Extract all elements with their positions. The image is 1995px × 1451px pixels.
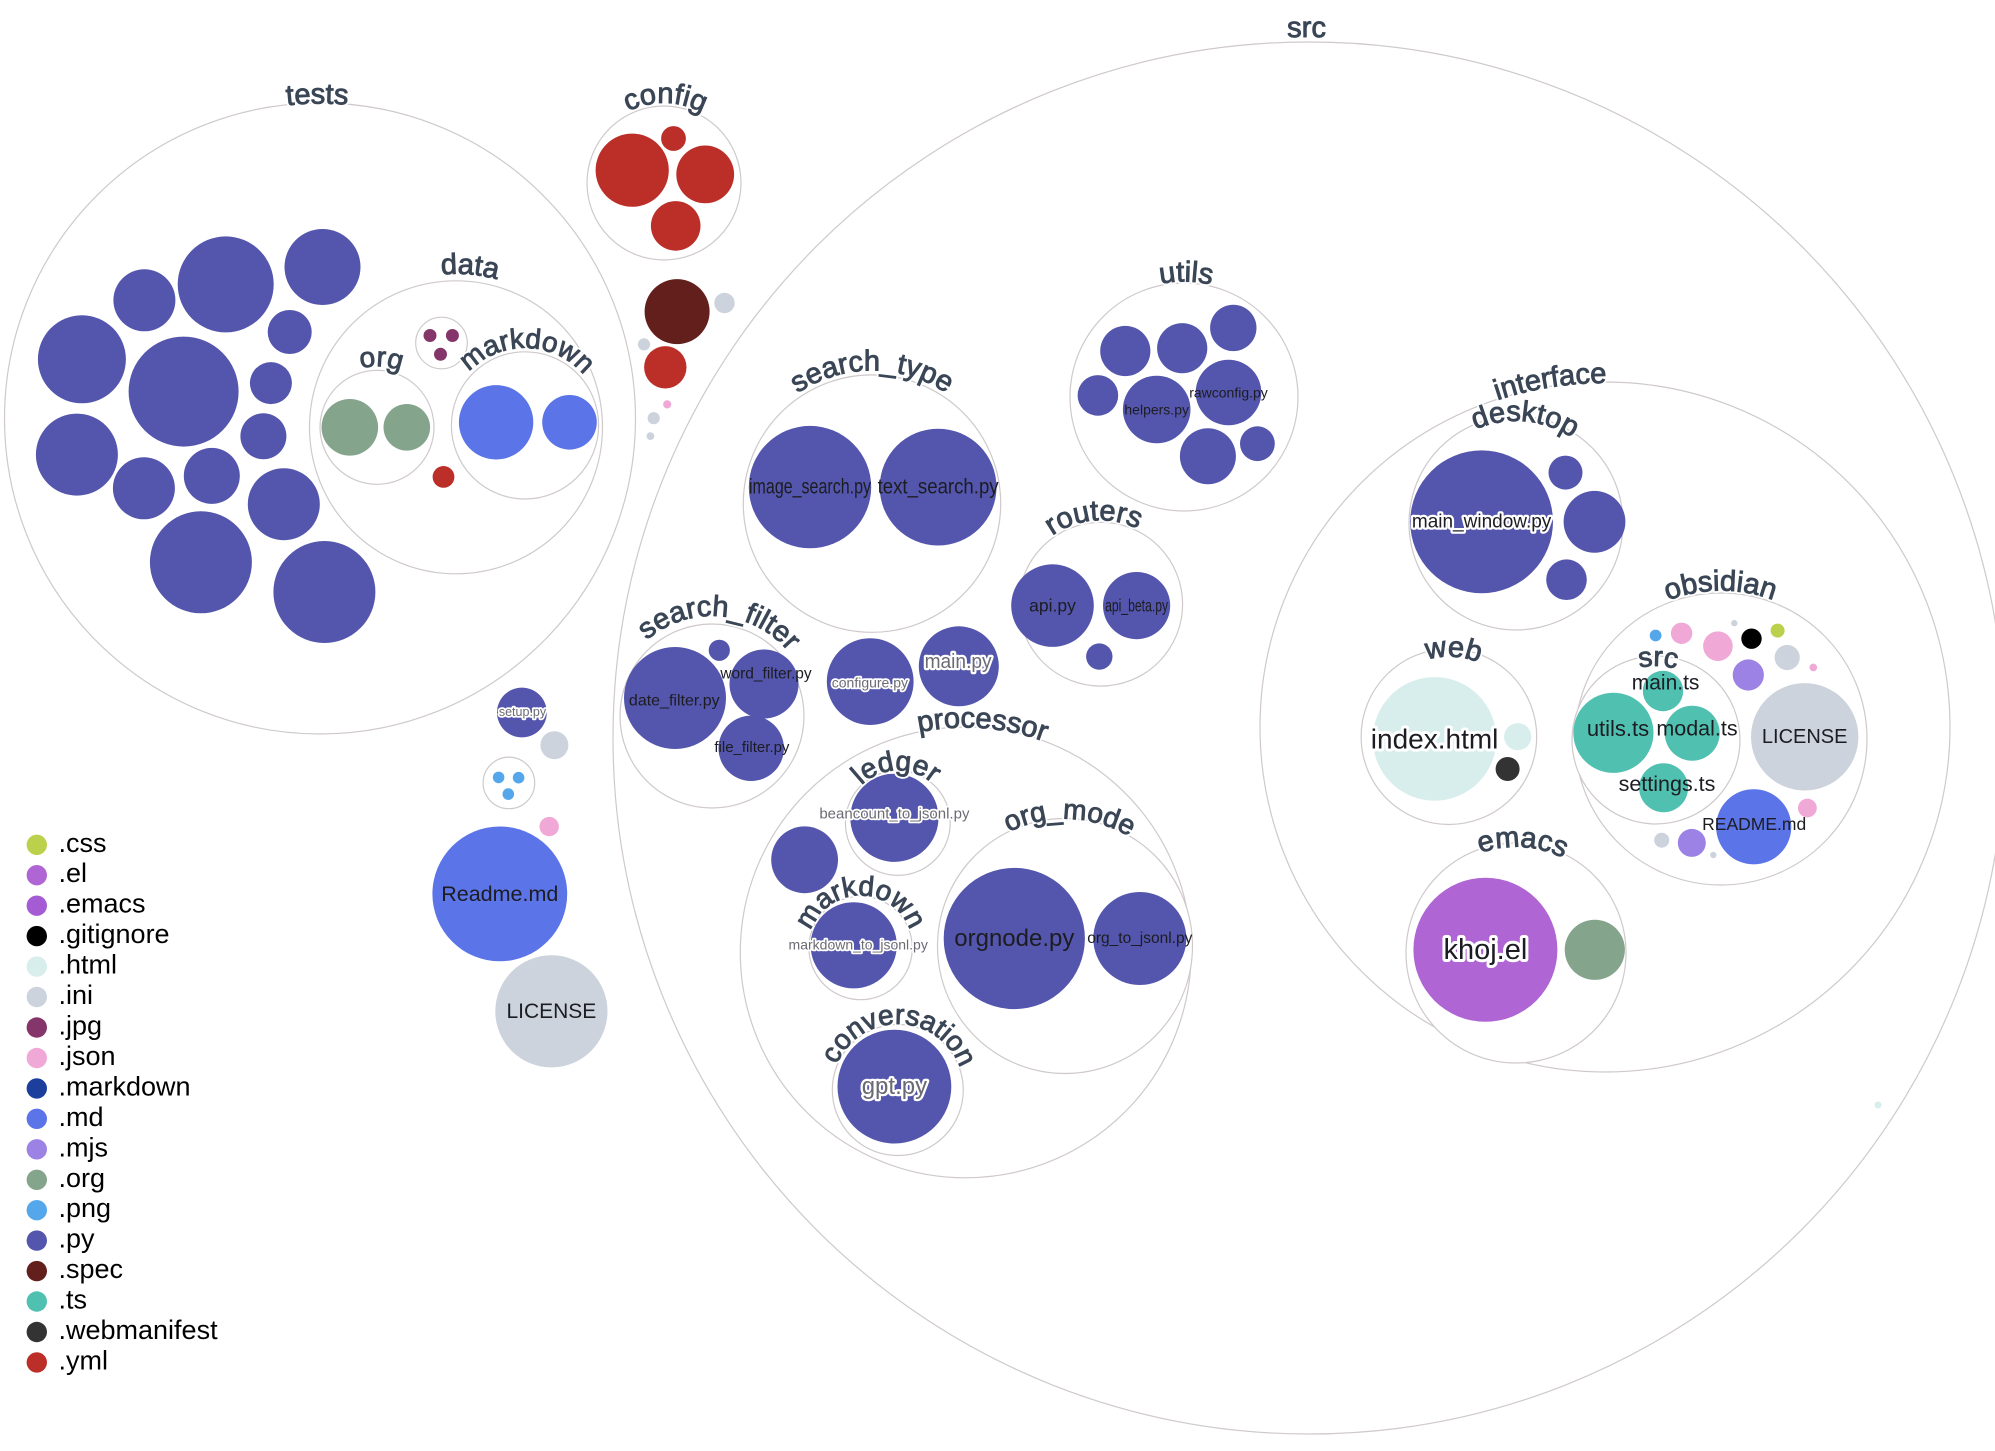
svg-text:tests: tests (284, 79, 349, 113)
svg-text:utils: utils (1157, 256, 1216, 291)
svg-text:org: org (357, 341, 407, 376)
svg-text:file_filter.py: file_filter.py (714, 739, 790, 756)
svg-text:LICENSE: LICENSE (506, 1000, 596, 1023)
svg-text:.yml: .yml (59, 1345, 109, 1375)
svg-text:.spec: .spec (59, 1254, 124, 1284)
svg-text:date_filter.py: date_filter.py (629, 692, 720, 709)
svg-text:.mjs: .mjs (59, 1132, 109, 1162)
svg-text:rawconfig.py: rawconfig.py (1189, 385, 1268, 401)
svg-text:.py: .py (59, 1224, 96, 1254)
svg-text:orgnode.py: orgnode.py (954, 925, 1074, 952)
svg-text:api.py: api.py (1029, 596, 1076, 616)
svg-text:text_search.py: text_search.py (878, 476, 999, 499)
svg-text:org_to_jsonl.py: org_to_jsonl.py (1087, 930, 1192, 947)
svg-text:src: src (1636, 641, 1681, 675)
svg-text:.jpg: .jpg (59, 1011, 103, 1041)
svg-text:.css: .css (59, 828, 107, 858)
svg-text:src: src (1287, 12, 1326, 44)
svg-text:Readme.md: Readme.md (441, 882, 558, 906)
svg-text:api_beta.py: api_beta.py (1105, 596, 1168, 617)
svg-text:word_filter.py: word_filter.py (719, 666, 812, 683)
svg-text:.html: .html (59, 950, 118, 980)
svg-text:.ts: .ts (59, 1285, 88, 1315)
svg-text:utils.ts: utils.ts (1587, 716, 1649, 741)
svg-text:.md: .md (59, 1102, 104, 1132)
svg-text:configure.py: configure.py (832, 674, 908, 690)
svg-text:src: src (1287, 12, 1326, 44)
svg-text:setup.py: setup.py (499, 705, 547, 719)
svg-text:index.html: index.html (1371, 723, 1499, 754)
svg-text:.png: .png (59, 1193, 112, 1223)
svg-text:.markdown: .markdown (59, 1071, 191, 1101)
svg-text:helpers.py: helpers.py (1124, 402, 1189, 418)
svg-text:khoj.el: khoj.el (1443, 934, 1527, 966)
svg-text:main.ts: main.ts (1632, 672, 1700, 695)
svg-text:.ini: .ini (59, 980, 94, 1010)
svg-text:.el: .el (59, 858, 88, 888)
svg-text:.emacs: .emacs (59, 889, 146, 919)
svg-text:web: web (1422, 631, 1486, 669)
svg-text:main_window.py: main_window.py (1412, 511, 1552, 532)
svg-text:settings.ts: settings.ts (1619, 772, 1716, 796)
svg-text:.org: .org (59, 1163, 106, 1193)
svg-text:.json: .json (59, 1041, 116, 1071)
svg-text:gpt.py: gpt.py (862, 1073, 927, 1100)
svg-text:image_search.py: image_search.py (749, 476, 871, 499)
svg-text:README.md: README.md (1702, 814, 1806, 834)
svg-text:utils: utils (1157, 256, 1216, 291)
svg-text:markdown_to_jsonl.py: markdown_to_jsonl.py (789, 937, 928, 953)
svg-text:LICENSE: LICENSE (1762, 726, 1848, 748)
svg-text:org: org (357, 341, 407, 376)
svg-text:data: data (440, 249, 503, 287)
svg-text:main.py: main.py (925, 651, 992, 673)
svg-text:modal.ts: modal.ts (1656, 717, 1737, 741)
svg-text:.gitignore: .gitignore (59, 919, 170, 949)
svg-text:beancount_to_jsonl.py: beancount_to_jsonl.py (819, 806, 970, 823)
svg-text:.webmanifest: .webmanifest (59, 1315, 219, 1345)
svg-text:src: src (1636, 641, 1681, 675)
svg-text:tests: tests (284, 79, 349, 113)
svg-text:web: web (1422, 631, 1486, 669)
